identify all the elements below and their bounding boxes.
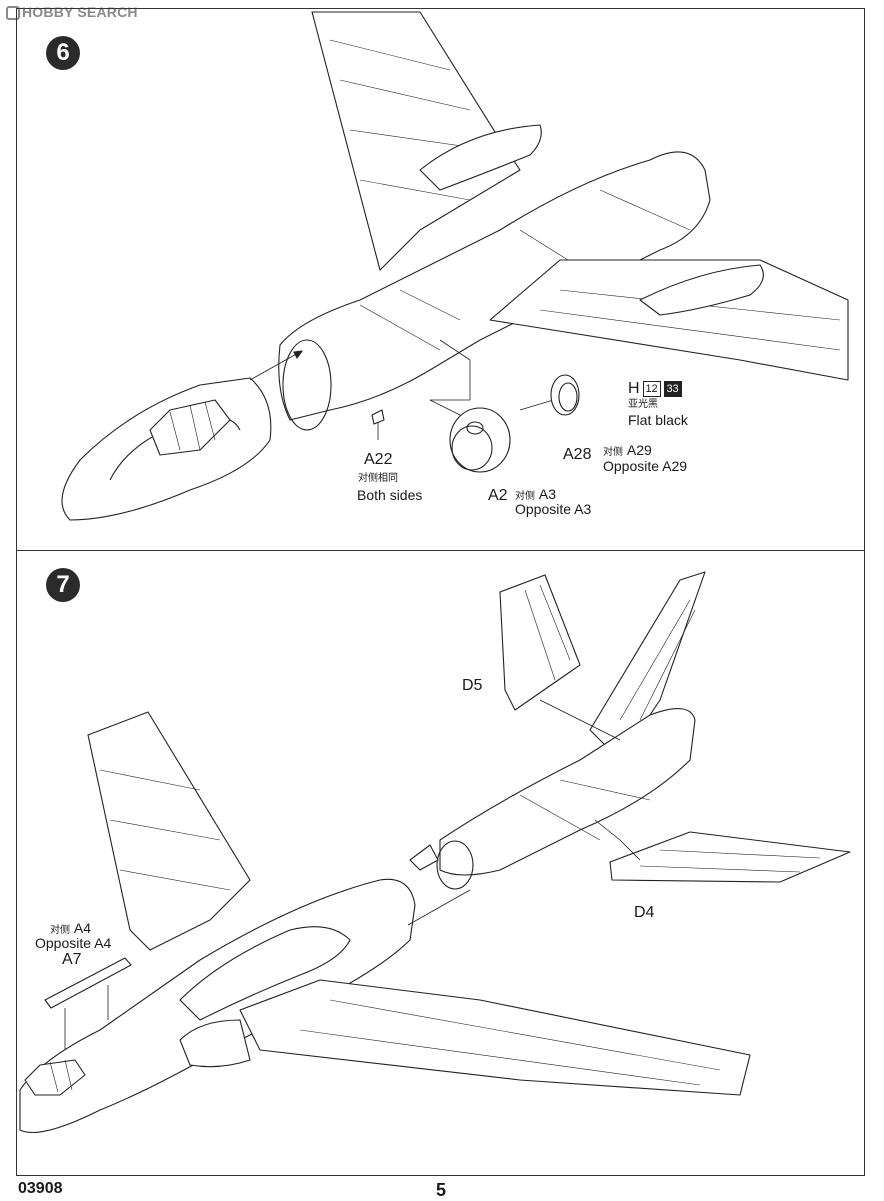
product-code: 03908 [18, 1180, 63, 1197]
label-a3-line: 对侧 A3 [515, 486, 556, 505]
step7-part-d5-stabilizer [499, 574, 581, 711]
label-a22-cn: 对侧相同 [358, 473, 398, 484]
label-a4: A4 [73, 920, 92, 936]
instruction-frame [16, 8, 865, 1176]
label-a4-cn: 对侧 [50, 925, 70, 936]
label-a22-en: Both sides [357, 487, 423, 503]
label-a3-cn: 对侧 [515, 491, 535, 502]
label-a3: A3 [538, 486, 557, 502]
step6-part-a22 [371, 409, 385, 425]
label-a3-en: Opposite A3 [515, 501, 592, 517]
page-number: 5 [436, 1180, 447, 1200]
step6-wing-right [489, 259, 849, 381]
step6-fuselage [278, 151, 711, 431]
paint-name-cn: 亚光黑 [628, 399, 658, 410]
hobby-search-logo-icon [6, 6, 20, 20]
label-a29-line: 对侧 A29 [603, 442, 652, 461]
label-a29-cn: 对侧 [603, 447, 623, 458]
label-a2: A2 [488, 487, 508, 504]
step7-wing-upper [87, 711, 251, 951]
step7-part-a7-strip [44, 957, 132, 1009]
paint-code-box-2: 33 [663, 381, 682, 397]
step6-wing-left [311, 11, 521, 271]
step6-engine-pod-upper [419, 124, 542, 191]
step6-nose-section [61, 377, 272, 521]
step7-wing-lower [179, 979, 751, 1096]
label-a22: A22 [364, 451, 393, 468]
label-a4-en: Opposite A4 [35, 935, 112, 951]
label-a7: A7 [62, 951, 82, 968]
label-a28: A28 [563, 446, 592, 463]
label-a29: A29 [626, 442, 652, 458]
step7-part-d4-stabilizer [609, 831, 851, 883]
step-divider [16, 550, 865, 551]
paint-name-en: Flat black [628, 412, 688, 428]
paint-code-box-1: 12 [642, 381, 661, 397]
label-a29-en: Opposite A29 [603, 458, 688, 474]
step6-part-a28-disc [550, 374, 580, 416]
step7-assembly-arrows [64, 699, 641, 1050]
step6-part-a2-intake [449, 407, 511, 473]
label-d5: D5 [462, 677, 483, 694]
step7-main-fuselage [19, 878, 416, 1133]
step6-badge: 6 [46, 36, 80, 70]
step7-badge: 7 [46, 568, 80, 602]
label-d4: D4 [634, 904, 655, 921]
paint-letter: H [628, 380, 640, 397]
label-a4-line: 对侧 A4 [50, 920, 91, 939]
step7-rear-fuselage [409, 708, 696, 890]
